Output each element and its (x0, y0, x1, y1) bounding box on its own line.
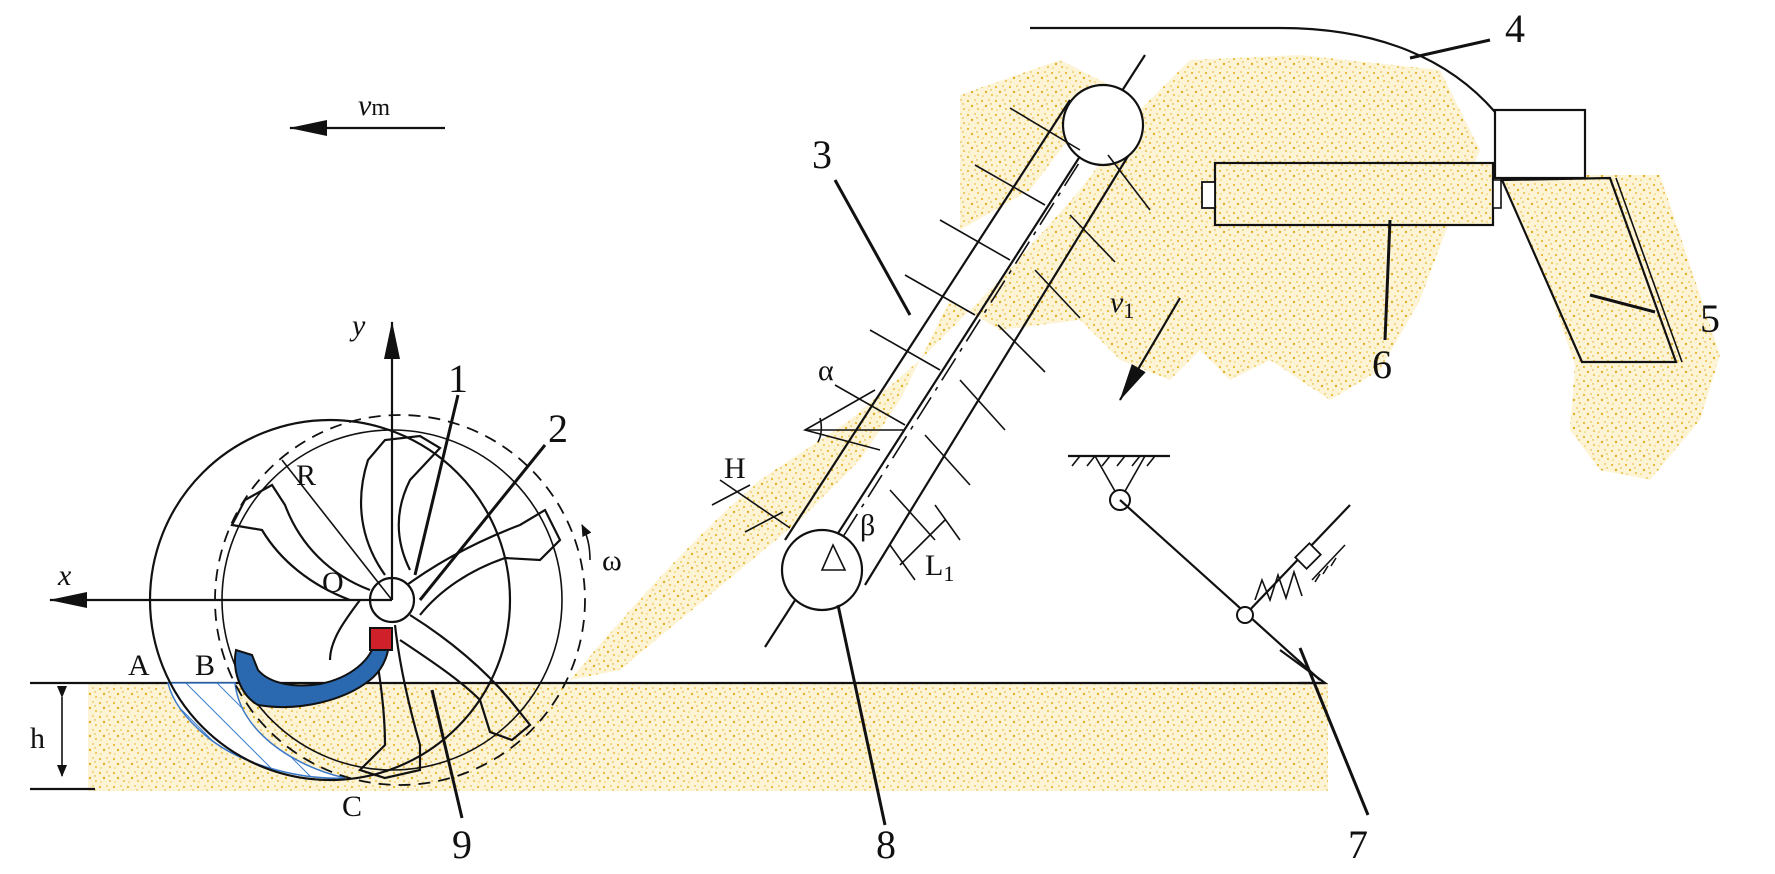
x-axis-label: x (57, 559, 72, 592)
part-number-7: 7 (1348, 822, 1368, 867)
length-subscript: 1 (943, 561, 954, 586)
machine-velocity-label: vm (358, 89, 390, 122)
conveyor-paddles (834, 107, 1151, 541)
conveyor-top-cover (1030, 26, 1496, 113)
omega-label: ω (602, 544, 622, 577)
cut-soil-hatch-region (167, 682, 346, 779)
part-number-6: 6 (1372, 342, 1392, 387)
discharge-box (1493, 108, 1587, 180)
discharge-chute-edge (1615, 177, 1683, 363)
length-label: L1 (925, 549, 954, 586)
h-ext-1 (711, 484, 751, 506)
l1-ext-2 (934, 504, 961, 541)
part-number-9: 9 (452, 822, 472, 867)
cross-conveyor-right-cap (1492, 179, 1502, 209)
rotation-arrow (581, 524, 592, 561)
linkage-joint (1236, 606, 1254, 624)
upper-roller (1061, 83, 1145, 167)
soil-velocity-symbol: v (1110, 286, 1124, 319)
soil-velocity-subscript: 1 (1123, 298, 1134, 323)
beta-label: β (860, 509, 875, 542)
l1-ext-1 (889, 544, 916, 581)
part-number-2: 2 (548, 406, 568, 451)
l1-dimension-line (899, 519, 946, 566)
radius-line (281, 459, 393, 601)
height-label: H (724, 452, 746, 485)
depth-label: h (30, 722, 45, 755)
part-number-8: 8 (876, 822, 896, 867)
part-number-5: 5 (1700, 296, 1720, 341)
point-b-label: B (195, 649, 215, 682)
point-a-label: A (128, 649, 150, 682)
soil-velocity-label: v1 (1110, 286, 1134, 323)
part-number-4: 4 (1505, 6, 1525, 51)
point-c-label: C (342, 790, 362, 823)
cross-conveyor-end-cap (1201, 181, 1216, 209)
soil-velocity-arrow (1119, 297, 1181, 401)
h-ext-2 (744, 511, 784, 533)
part-number-1: 1 (448, 356, 468, 401)
highlighted-blade (234, 639, 390, 708)
machine-velocity-symbol: v (358, 89, 372, 122)
part-leaders (413, 38, 1656, 826)
discharge-chute (1500, 176, 1678, 364)
origin-label: O (322, 566, 344, 599)
inclined-conveyor: α β H L1 (711, 54, 1151, 648)
cross-conveyor (1213, 161, 1495, 227)
length-symbol: L (925, 549, 943, 582)
linkage-mechanism (1068, 454, 1351, 685)
radius-label: R (296, 459, 316, 492)
blade-mount-red (369, 627, 393, 651)
h-dimension-line (719, 479, 791, 529)
y-axis-label: y (349, 309, 366, 342)
lower-roller-triangle (820, 543, 847, 571)
machine-velocity-subscript: m (371, 95, 390, 121)
spring (1254, 569, 1303, 603)
alpha-label: α (818, 354, 834, 387)
scraper-blade (1279, 649, 1329, 685)
cutter-blades (230, 434, 562, 780)
part-number-3: 3 (812, 132, 832, 177)
